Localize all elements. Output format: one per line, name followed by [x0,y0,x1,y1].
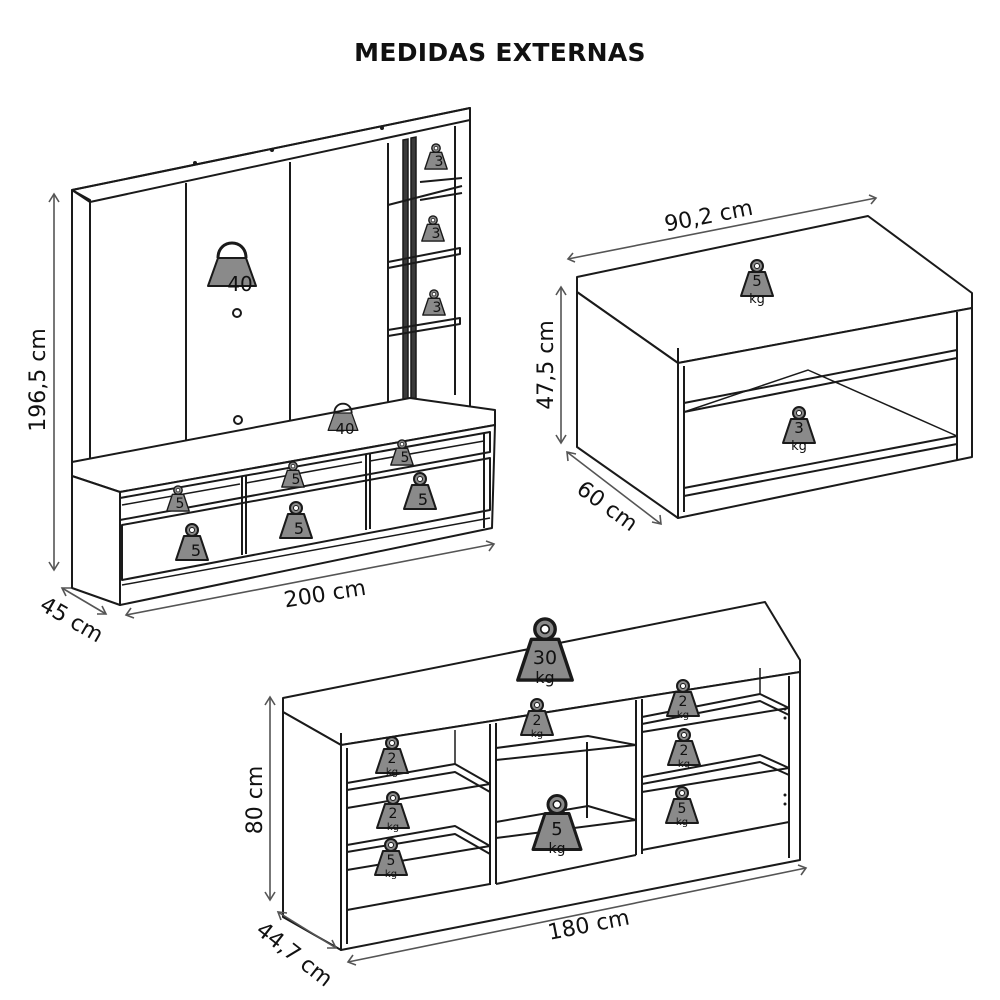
sideboard-shelf-weight-value: 2 [533,713,542,729]
sideboard-shelf-weight-unit: kg [677,710,689,721]
sideboard-bottom-weight-value: 5 [678,801,687,817]
sideboard-bottom-weight-unit: kg [385,869,397,880]
coffee-table-height-label: 47,5 cm [534,320,559,410]
coffee-table-dimensions [555,194,878,526]
sideboard-shelf-weight-value: 2 [388,751,397,767]
tv-panel-height-label: 196,5 cm [26,328,51,432]
sideboard-shelf-weight-value: 2 [389,806,398,822]
coffee-top-weight-value: 5 [752,272,762,290]
tv-top-weight-label: 40 [335,420,354,438]
page-title: MEDIDAS EXTERNAS [354,38,646,67]
coffee-top-weight-unit: kg [749,292,765,307]
sideboard-bottom-weight-value: 5 [387,853,396,869]
sideboard-shelf-weight-value: 2 [680,743,689,759]
tv-drawer-weight-label: 5 [294,519,304,538]
sideboard-shelf-weight-unit: kg [678,759,690,770]
sideboard-width-label: 180 cm [546,905,632,945]
sideboard-shelf-weight-unit: kg [387,822,399,833]
sideboard-height-label: 80 cm [243,766,268,835]
sideboard-dimensions [264,695,808,966]
tv-drawer-weight-label: 5 [401,450,410,466]
tv-drawer-weight-label: 5 [191,541,201,560]
coffee-table-drawing [576,215,973,519]
sideboard-bottom-weight-unit: kg [676,817,688,828]
coffee-shelf-weight-unit: kg [791,439,807,454]
coffee-shelf-weight-value: 3 [794,419,804,437]
sideboard-shelf-weight-value: 2 [679,694,688,710]
tv-panel-width-label: 200 cm [282,576,367,614]
tv-panel-depth-label: 45 cm [35,592,107,648]
tv-panel-weight-label: 40 [227,272,252,296]
sideboard-top-weight-value: 30 [533,647,557,669]
sideboard-bottom-weight-unit: kg [549,841,566,857]
sideboard-bottom-weight-value: 5 [551,819,562,840]
tv-shelf-weight-label: 3 [435,154,444,170]
tv-shelf-weight-label: 3 [433,300,442,316]
tv-drawer-weight-label: 5 [418,490,428,509]
tv-drawer-weight-label: 5 [292,472,301,488]
tv-panel-dimensions [48,192,496,619]
tv-drawer-weight-label: 5 [176,496,185,512]
sideboard-shelf-weight-unit: kg [386,767,398,778]
tv-panel-drawing [71,107,496,606]
tv-shelf-weight-label: 3 [432,226,441,242]
sideboard-top-weight-unit: kg [535,668,554,687]
sideboard-shelf-weight-unit: kg [531,729,543,740]
